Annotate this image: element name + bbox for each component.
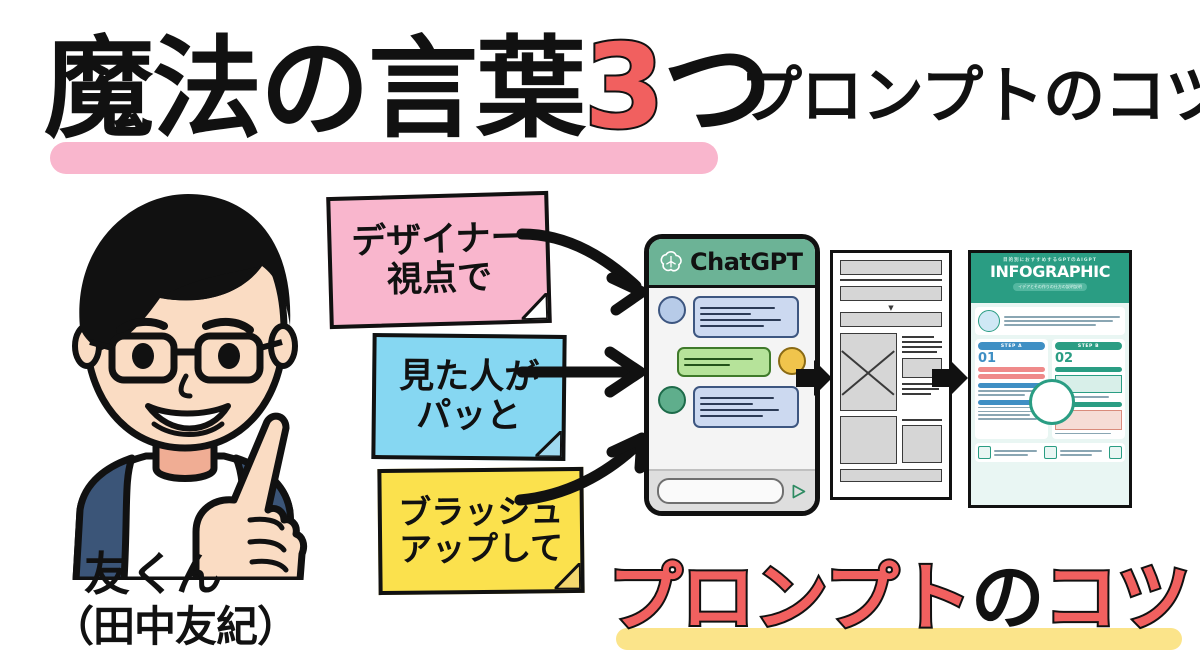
sticky-note-designer-viewpoint[interactable]: デザイナー 視点で (326, 190, 552, 330)
bottom-headline-text: プロンプトのコツ (606, 548, 1193, 658)
sticky-note-viewer-instantly[interactable]: 見た人が パッと (371, 332, 567, 462)
infographic-footer-strip (971, 505, 1129, 508)
infographic-intro-block (975, 307, 1125, 335)
sticky-note-brush-up[interactable]: ブラッシュ アップして (377, 466, 585, 596)
page-title: 魔法の言葉3つ (44, 22, 773, 174)
chat-message-user (658, 296, 806, 338)
infographic-subtitle-pill: イデアとその作りの仕方の説明説明 (1013, 283, 1087, 291)
bottom-text-particle: の (970, 555, 1045, 641)
openai-logo-icon (660, 251, 682, 272)
title-number: 3 (582, 20, 667, 155)
send-arrow-icon[interactable] (790, 483, 807, 500)
title-text: 魔法の言葉3つ (44, 22, 773, 154)
badge-icon (1043, 446, 1057, 460)
presenter-illustration (28, 180, 358, 580)
infographic-title: INFOGRAPHIC (989, 262, 1111, 281)
layout-wireframe-panel[interactable]: ▼ (830, 250, 952, 500)
chat-bubble (693, 296, 799, 338)
chat-message-assistant (658, 347, 806, 377)
money-icon (1109, 446, 1122, 460)
chat-bubble (693, 386, 799, 428)
chatgpt-app-title: ChatGPT (690, 248, 803, 276)
sticky-note-line2: 視点で (386, 257, 493, 301)
bottom-highlight-bar (616, 628, 1182, 650)
step-tag: STEP A (978, 342, 1045, 350)
page-subtitle: プロンプトのコツ (740, 59, 1200, 132)
note-fold-icon (554, 562, 581, 590)
bottom-text-part1: プロンプト (606, 553, 974, 643)
title-highlight-bar (50, 142, 718, 174)
infographic-intro-text (1004, 314, 1122, 328)
infographic-avatar-icon (978, 310, 1000, 332)
user-avatar-icon (658, 296, 686, 324)
bottom-headline: プロンプトのコツ (606, 548, 1193, 658)
openai-avatar-icon (658, 386, 686, 414)
chatgpt-app-header: ChatGPT (649, 239, 815, 288)
flow-arrow-to-infographic-icon (932, 360, 968, 396)
infographic-steps: STEP A 01 STEP B 02 (975, 339, 1125, 440)
flow-arrow-to-wireframe-icon (796, 360, 832, 396)
note-fold-icon (520, 292, 548, 320)
step-number: 02 (1055, 351, 1074, 366)
infographic-kicker: 目的別におすすめするGPTのAIGPT (1003, 258, 1097, 263)
title-counter-suffix: つ (662, 25, 773, 153)
presenter-name: 友くん (84, 547, 222, 601)
note-fold-icon (535, 430, 562, 457)
sticky-note-line2: アップして (398, 528, 564, 569)
title-main-text: 魔法の言葉 (44, 25, 586, 153)
infographic-step: STEP B 02 (1052, 339, 1125, 440)
infographic-body: STEP A 01 STEP B 02 (971, 303, 1129, 505)
chat-input-field[interactable] (657, 478, 784, 504)
document-icon (978, 446, 991, 460)
infographic-checklist (975, 443, 1125, 463)
flow-arrows-group (500, 220, 680, 520)
presenter-name-full: （田中友紀） (52, 602, 299, 651)
step-number: 01 (978, 351, 997, 366)
chat-input-bar[interactable] (649, 469, 815, 511)
infographic-header: 目的別におすすめするGPTのAIGPT INFOGRAPHIC イデアとその作り… (971, 253, 1129, 303)
infographic-result-panel[interactable]: 目的別におすすめするGPTのAIGPT INFOGRAPHIC イデアとその作り… (968, 250, 1132, 508)
chat-bubble (677, 347, 771, 377)
chat-message-bot (658, 386, 806, 428)
chatgpt-phone-mockup[interactable]: ChatGPT (644, 234, 820, 516)
chatgpt-conversation (649, 288, 815, 472)
bottom-text-part2: コツ (1042, 553, 1193, 643)
infographic-center-circle (1029, 379, 1075, 425)
step-tag: STEP B (1055, 342, 1122, 350)
infographic-step: STEP A 01 (975, 339, 1048, 440)
presenter-name-block: 友くん （田中友紀） (52, 548, 312, 660)
